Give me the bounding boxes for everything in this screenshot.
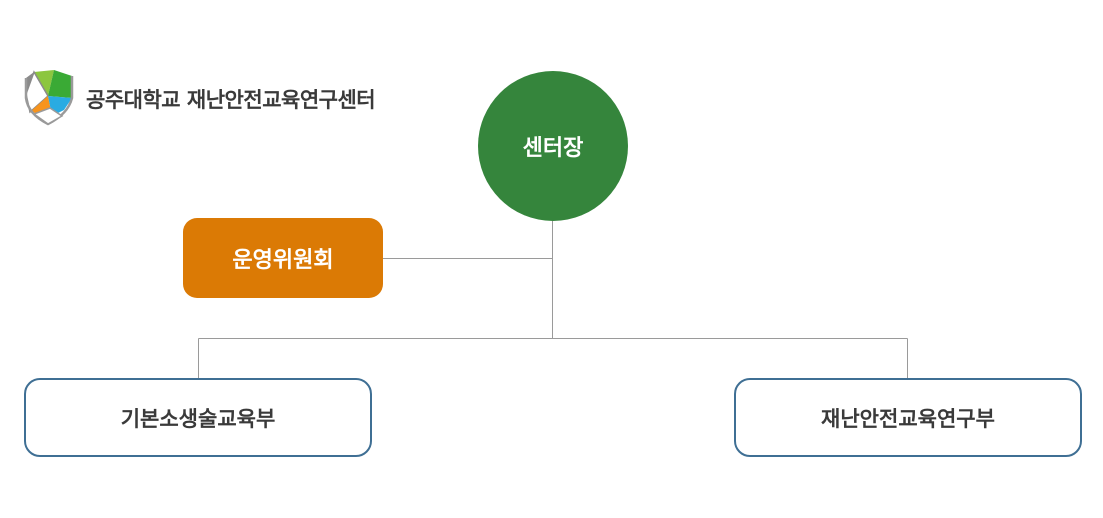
department-node-disaster-safety: 재난안전교육연구부 (734, 378, 1082, 457)
org-name: 공주대학교 재난안전교육연구센터 (86, 88, 376, 112)
center-director-node: 센터장 (478, 71, 628, 221)
steering-committee-label: 운영위원회 (232, 248, 334, 273)
steering-committee-node: 운영위원회 (183, 218, 383, 298)
shield-logo-icon (24, 70, 74, 126)
center-director-label: 센터장 (522, 136, 584, 161)
department-label: 재난안전교육연구부 (821, 406, 995, 431)
department-label: 기본소생술교육부 (120, 406, 276, 431)
department-node-bls: 기본소생술교육부 (24, 378, 372, 457)
